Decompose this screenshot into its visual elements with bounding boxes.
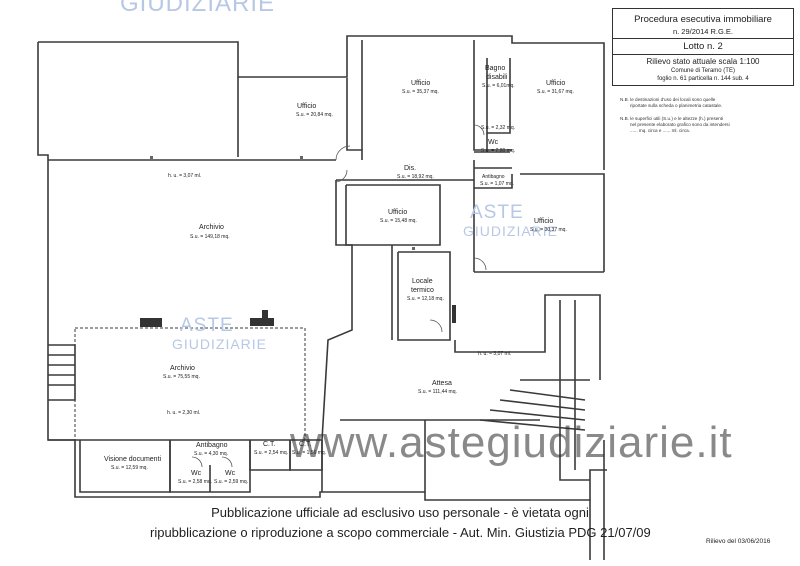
room-dis-name: Dis. bbox=[404, 165, 417, 172]
room-ufficio-3-name: Ufficio bbox=[546, 80, 566, 87]
note-1-line-2: riportate sulla scheda o planimetria cat… bbox=[630, 103, 723, 108]
room-visione-area: S.u. = 12,59 mq. bbox=[111, 465, 148, 471]
room-antibagno-name: Antibagno bbox=[482, 174, 505, 180]
room-antibagno-2-name: Antibagno bbox=[196, 442, 228, 449]
room-archivio-2-name: Archivio bbox=[170, 365, 195, 372]
room-attesa-name: Attesa bbox=[432, 380, 452, 387]
watermark-top: GIUDIZIARIE bbox=[120, 0, 276, 17]
room-archivio-1-height: h. u. = 3,07 ml. bbox=[168, 173, 202, 179]
room-ct-1-area: S.u. = 2,54 mq. bbox=[254, 450, 289, 456]
room-ufficio-1-name: Ufficio bbox=[297, 103, 317, 110]
room-wc-name: Wc bbox=[488, 139, 499, 146]
room-antibagno-2-area: S.u. = 4,30 mq. bbox=[194, 451, 229, 457]
room-locale-area: S.u. = 12,18 mq. bbox=[407, 296, 444, 302]
watermark-giudiziarie-center: GIUDIZIARIE bbox=[172, 336, 268, 352]
footer-line-1: Pubblicazione ufficiale ad esclusivo uso… bbox=[211, 505, 589, 520]
footer-line-2: ripubblicazione o riproduzione a scopo c… bbox=[150, 525, 651, 540]
room-attesa-area: S.u. = 111,44 mq. bbox=[418, 389, 457, 395]
room-bagno-small-area: S.u. = 2,32 mq. bbox=[481, 125, 516, 131]
room-ufficio-1-area: S.u. = 20,84 mq. bbox=[296, 112, 333, 118]
room-archivio-1-name: Archivio bbox=[199, 224, 224, 231]
room-wc-3-name: Wc bbox=[225, 470, 236, 477]
room-ufficio-2-name: Ufficio bbox=[411, 80, 431, 87]
lotto-number: Lotto n. 2 bbox=[683, 41, 723, 52]
title-divider-2 bbox=[613, 54, 793, 55]
note-2-line-3: ...... mq. circa e ...... ml. circa. bbox=[630, 128, 690, 133]
room-ufficio-4-name: Ufficio bbox=[388, 209, 408, 216]
cadastral-reference: foglio n. 61 particella n. 144 sub. 4 bbox=[657, 76, 749, 82]
room-attesa-height: h. u. = 3,07 ml. bbox=[478, 351, 512, 357]
room-antibagno-area: S.u. = 1,07 mq. bbox=[480, 181, 515, 187]
watermark-aste-center: ASTE bbox=[180, 315, 234, 336]
room-ufficio-4-area: S.u. = 15,48 mq. bbox=[380, 218, 417, 224]
room-dis-area: S.u. = 18,92 mq. bbox=[397, 174, 434, 180]
room-ufficio-2-area: S.u. = 35,37 mq. bbox=[402, 89, 439, 95]
municipality: Comune di Teramo (TE) bbox=[671, 68, 735, 74]
watermark-website: www.astegiudiziarie.it bbox=[290, 418, 733, 467]
room-wc-2-area: S.u. = 2,58 mq. bbox=[178, 479, 213, 485]
room-ct-1-name: C.T. bbox=[263, 441, 276, 448]
room-locale-name: Locale bbox=[412, 278, 433, 285]
room-bagno-area: S.u. = 6,01mq. bbox=[482, 83, 515, 89]
room-archivio-2-area: S.u. = 75,55 mq. bbox=[163, 374, 200, 380]
note-1-line-1: N.B. le destinazioni d'uso dei locali so… bbox=[620, 97, 716, 102]
room-archivio-2-height: h. u. = 2,30 ml. bbox=[167, 410, 201, 416]
watermark-giudiziarie-right: GIUDIZIARIE bbox=[463, 223, 559, 239]
room-bagno-name2: disabili bbox=[486, 74, 508, 81]
room-ct-2-area: S.u. = 1,56 mq. bbox=[292, 450, 327, 456]
note-2-line-1: N.B. le superfici utili (S.u.) e le alte… bbox=[620, 116, 724, 121]
watermark-aste-right: ASTE bbox=[470, 202, 524, 223]
room-archivio-1-area: S.u. = 149,18 mq. bbox=[190, 234, 230, 240]
survey-scale: Rilievo stato attuale scala 1:100 bbox=[646, 57, 760, 66]
room-wc-area: S.u. = 2,80 mq. bbox=[481, 148, 516, 154]
room-ct-2-name: C.T. bbox=[299, 441, 312, 448]
room-locale-name2: termico bbox=[411, 287, 434, 294]
outer-wall bbox=[38, 35, 605, 170]
room-ufficio-3-area: S.u. = 31,67 mq. bbox=[537, 89, 574, 95]
room-ufficio-5-area: S.u. = 30,37 mq. bbox=[530, 227, 567, 233]
procedure-title: Procedura esecutiva immobiliare bbox=[634, 14, 772, 25]
title-block: Procedura esecutiva immobiliare n. 29/20… bbox=[612, 8, 794, 86]
room-bagno-name: Bagno bbox=[485, 65, 506, 72]
room-ufficio-5-name: Ufficio bbox=[534, 218, 554, 225]
room-wc-3-area: S.u. = 2,59 mq. bbox=[214, 479, 249, 485]
survey-date: Rilievo del 03/06/2016 bbox=[706, 538, 771, 545]
note-2-line-2: nel presente elaborato grafico sono da i… bbox=[630, 122, 730, 127]
title-divider-1 bbox=[613, 38, 793, 39]
room-wc-2-name: Wc bbox=[191, 470, 202, 477]
procedure-number: n. 29/2014 R.G.E. bbox=[672, 27, 734, 36]
room-visione-name: Visione documenti bbox=[104, 456, 162, 463]
